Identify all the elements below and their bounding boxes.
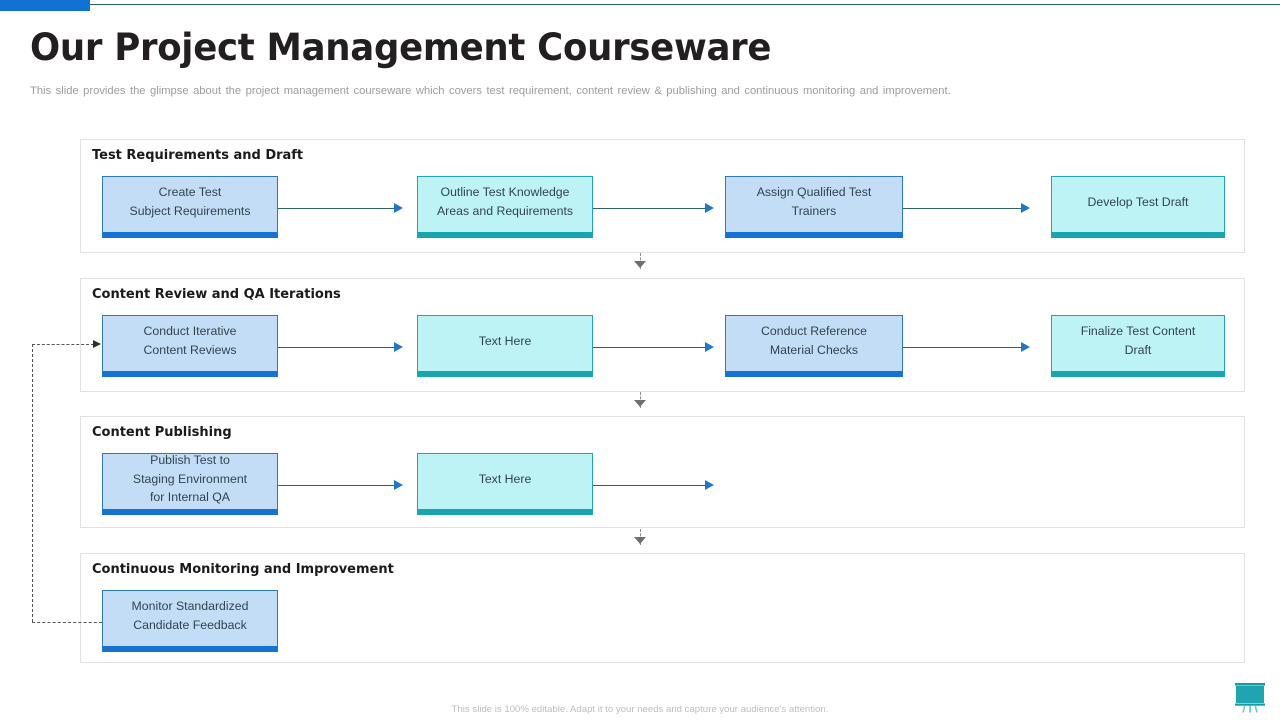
connector-arrow-icon xyxy=(705,203,714,213)
page-subtitle: This slide provides the glimpse about th… xyxy=(30,85,951,97)
section-panel-continuous-monitoring-and-improvement: Continuous Monitoring and Improvement Mo… xyxy=(80,553,1245,663)
connector-line xyxy=(593,208,707,209)
section-connector-arrow-icon xyxy=(634,400,646,407)
process-box-develop-test-draft[interactable]: Develop Test Draft xyxy=(1051,176,1236,243)
section-title: Continuous Monitoring and Improvement xyxy=(92,562,394,577)
connector-arrow-icon xyxy=(394,480,403,490)
connector-line xyxy=(903,347,1023,348)
connector-line xyxy=(593,347,707,348)
connector-arrow-icon xyxy=(1021,342,1030,352)
feedback-loop-arrow-icon xyxy=(93,339,101,348)
section-title: Content Publishing xyxy=(92,425,232,440)
connector-arrow-icon xyxy=(1021,203,1030,213)
connector-line xyxy=(903,208,1023,209)
connector-arrow-icon xyxy=(705,480,714,490)
process-box-label: Text Here xyxy=(478,471,532,486)
page-title: Our Project Management Courseware xyxy=(30,26,772,69)
connector-line xyxy=(278,485,396,486)
accent-rule xyxy=(90,4,1280,5)
connector-line xyxy=(593,485,707,486)
presentation-board-icon xyxy=(1231,681,1269,720)
process-box-text-here-publishing[interactable]: Text Here xyxy=(417,453,604,520)
section-panel-content-review-and-qa-iterations: Content Review and QA Iterations Conduct… xyxy=(80,278,1245,392)
connector-arrow-icon xyxy=(394,203,403,213)
connector-arrow-icon xyxy=(705,342,714,352)
footer-note: This slide is 100% editable. Adapt it to… xyxy=(451,704,829,715)
process-box-text-here-review[interactable]: Text Here xyxy=(417,315,604,382)
feedback-loop-segment-bottom xyxy=(32,622,102,623)
accent-bar xyxy=(0,0,90,11)
process-box-label: Text Here xyxy=(478,333,532,348)
process-box-label: Develop Test Draft xyxy=(1087,194,1189,209)
feedback-loop-segment-left xyxy=(32,344,33,622)
section-title: Test Requirements and Draft xyxy=(92,148,304,163)
connector-arrow-icon xyxy=(394,342,403,352)
connector-line xyxy=(278,347,396,348)
section-connector-arrow-icon xyxy=(634,537,646,544)
feedback-loop-segment-top xyxy=(32,344,94,345)
section-title: Content Review and QA Iterations xyxy=(92,287,341,302)
section-connector-arrow-icon xyxy=(634,261,646,268)
connector-line xyxy=(278,208,396,209)
